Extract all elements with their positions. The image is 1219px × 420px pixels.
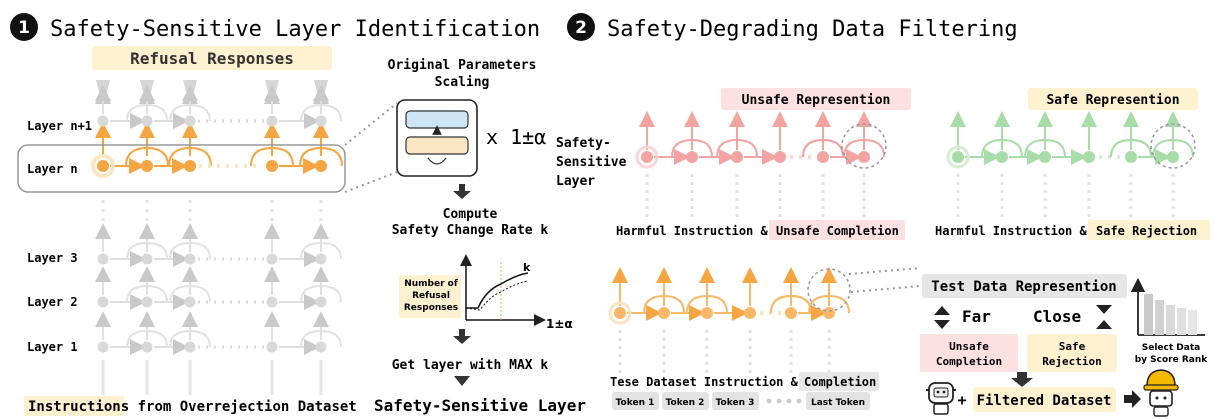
safe-rejection-tag: Safe Rejection <box>1096 224 1197 238</box>
layer-label-2: Layer 2 <box>27 295 78 309</box>
step2-badge <box>567 13 595 41</box>
filtered-dataset-bg <box>973 387 1116 412</box>
close-label: Close <box>1033 307 1081 326</box>
layer-block-icon <box>396 99 478 177</box>
unsafe-network <box>635 111 885 217</box>
layer-grid <box>91 80 343 395</box>
unsafe-last-token-circle <box>841 123 887 169</box>
refusal-label-bg <box>92 46 332 70</box>
section2-header: 2 Safety-Degrading Data Filtering <box>567 13 1018 42</box>
safe-rejection-tag-bg <box>1088 220 1210 240</box>
token-row: Token 1 Token 2 Token 3 Last Token <box>612 392 870 410</box>
callout-line-top <box>344 102 398 146</box>
refusal-rate-mini-chart: Number of Refusal Responses k 1±α <box>399 254 573 331</box>
mini-chart-ylabel-2: Refusal <box>412 291 450 301</box>
arrow-right-filter <box>1124 390 1141 408</box>
compute-line-1: Compute <box>443 207 498 222</box>
token-2: Token 2 <box>666 398 705 408</box>
scaling-title-1: Original Parameters <box>388 58 537 73</box>
test-rep-label: Test Data Represention <box>931 279 1116 295</box>
side-label-1: Safety- <box>556 136 611 151</box>
scaling-factor: x 1±α <box>486 125 546 149</box>
unsafe-completion-box-2: Completion <box>936 355 1002 368</box>
step1-number: 1 <box>18 18 30 38</box>
result-text: Safety-Sensitive Layer <box>374 396 586 415</box>
side-label-3: Layer <box>556 174 595 189</box>
unsafe-rep-bg <box>721 88 911 110</box>
safe-rejection-box-1: Safe <box>1059 340 1086 353</box>
instructions-highlight <box>24 396 124 416</box>
unsafe-completion-tag-bg <box>769 220 905 240</box>
safe-robot-hardhat-icon <box>1143 369 1179 417</box>
close-icon <box>1096 305 1112 329</box>
scaling-title-2: Scaling <box>435 75 490 90</box>
far-label: Far <box>962 307 991 326</box>
safe-last-token-circle <box>1150 123 1196 169</box>
side-label-2: Sensitive <box>556 155 627 170</box>
plus-sign: + <box>957 391 966 409</box>
mini-chart-ylabel-1: Number of <box>404 279 458 289</box>
safe-rep-bg <box>1028 88 1198 110</box>
refusal-label: Refusal Responses <box>130 49 294 68</box>
safe-network <box>946 111 1194 217</box>
test-caption-tag: Completion <box>804 375 876 389</box>
step2-number: 2 <box>575 18 587 38</box>
test-callout-1 <box>850 285 921 293</box>
section1-header: 1 Safety-Sensitive Layer Identification <box>10 13 540 42</box>
harm-safe-prefix: Harmful Instruction & <box>935 224 1087 238</box>
callout-line-bottom <box>344 171 398 193</box>
step1-badge <box>10 13 38 41</box>
filtered-dataset-label: Filtered Dataset <box>977 393 1112 409</box>
unsafe-completion-tag: Unsafe Completion <box>776 224 899 238</box>
robot-icon <box>926 382 956 415</box>
unsafe-completion-box-1: Unsafe <box>949 340 989 353</box>
arrow-down-1 <box>453 184 471 199</box>
test-callout-2 <box>848 267 921 275</box>
mini-chart-ylabel-3: Responses <box>404 303 458 313</box>
layer-label-n: Layer n <box>27 162 78 176</box>
get-layer-text: Get layer with MAX k <box>392 358 549 373</box>
test-network <box>608 267 850 373</box>
unsafe-rep-label: Unsafe Represention <box>742 93 891 108</box>
test-rep-bg <box>922 274 1127 298</box>
test-caption-prefix: Tese Dataset Instruction & <box>610 375 799 389</box>
far-icon <box>934 306 950 329</box>
layer-label-n1: Layer n+1 <box>27 119 92 133</box>
mini-chart-k: k <box>523 261 531 274</box>
select-label-1: Select Data <box>1142 343 1200 353</box>
layer-label-3: Layer 3 <box>27 251 78 265</box>
unsafe-completion-box <box>920 334 1018 372</box>
safe-rejection-box <box>1027 334 1117 372</box>
safe-rejection-box-2: Rejection <box>1042 355 1102 368</box>
select-label-2: by Score Rank <box>1135 355 1209 365</box>
harm-unsafe-prefix: Harmful Instruction & <box>616 224 768 238</box>
mini-chart-xlabel: 1±α <box>546 317 573 331</box>
arrow-down-filter <box>1011 372 1033 387</box>
arrow-down-3 <box>454 376 470 386</box>
token-1: Token 1 <box>616 398 655 408</box>
safe-rep-label: Safe Represention <box>1046 93 1179 108</box>
compute-line-2: Safety Change Rate k <box>392 223 549 238</box>
layer-label-1: Layer 1 <box>27 340 78 354</box>
arrow-down-2 <box>453 329 471 344</box>
section2-title: Safety-Degrading Data Filtering <box>607 17 1018 42</box>
completion-tag-bg <box>799 372 879 391</box>
score-rank-chart <box>1130 277 1205 336</box>
token-last: Last Token <box>811 398 865 408</box>
test-last-token-circle <box>807 268 851 312</box>
token-3: Token 3 <box>716 398 755 408</box>
section1-title: Safety-Sensitive Layer Identification <box>50 17 540 42</box>
layer-n-highlight <box>17 144 346 193</box>
bottom-caption: Instructions from Overrejection Dataset <box>28 399 357 415</box>
